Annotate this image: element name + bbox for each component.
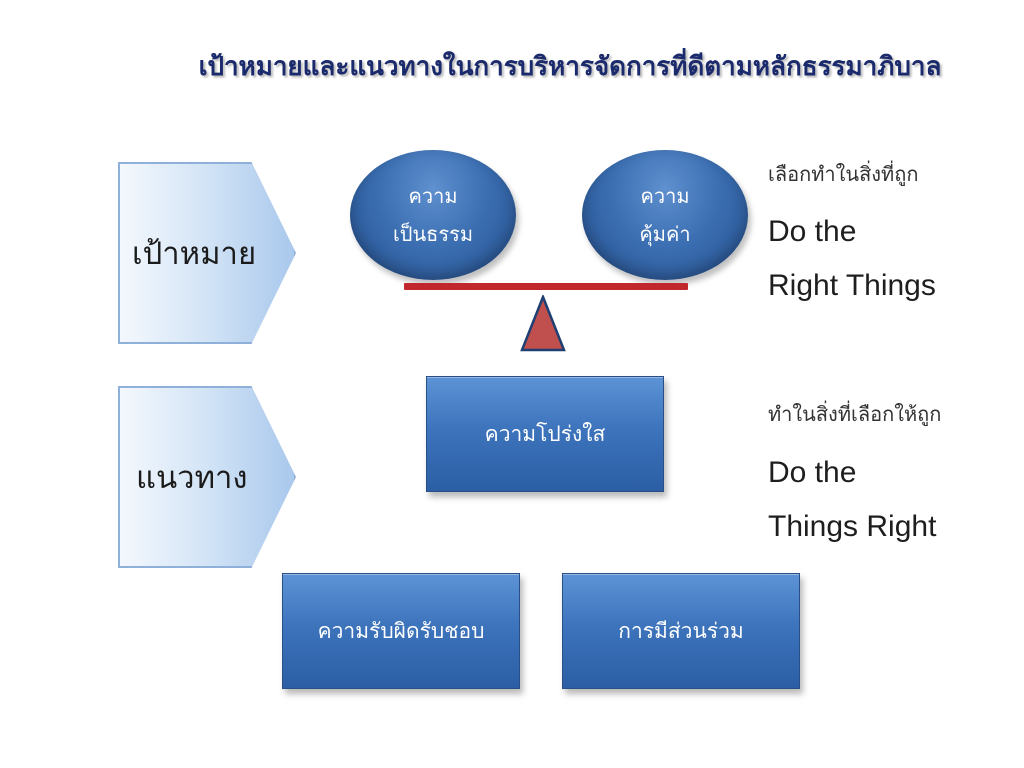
goal-english-line1: Do the — [768, 215, 857, 248]
participation-box: การมีส่วนร่วม — [562, 573, 800, 689]
transparency-label: ความโปร่งใส — [484, 421, 606, 446]
fairness-line1: ความ — [408, 184, 458, 208]
value-circle: ความ คุ้มค่า — [582, 150, 748, 280]
approach-english-line2: Things Right — [768, 510, 937, 543]
approach-thai-text: ทำในสิ่งที่เลือกให้ถูก — [768, 402, 942, 426]
value-line2: คุ้มค่า — [639, 222, 691, 246]
approach-arrow-label: แนวทาง — [136, 460, 248, 496]
page-title: เป้าหมายและแนวทางในการบริหารจัดการที่ดีต… — [198, 52, 942, 82]
transparency-box: ความโปร่งใส — [426, 376, 664, 492]
value-line1: ความ — [640, 184, 690, 208]
fairness-line2: เป็นธรรม — [392, 222, 474, 246]
balance-beam — [404, 283, 688, 290]
fulcrum-triangle — [520, 295, 566, 352]
goal-english-line2: Right Things — [768, 269, 936, 302]
fairness-circle: ความ เป็นธรรม — [350, 150, 516, 280]
goal-arrow-label: เป้าหมาย — [132, 236, 257, 272]
goal-thai-text: เลือกทำในสิ่งที่ถูก — [768, 162, 919, 186]
participation-label: การมีส่วนร่วม — [618, 618, 744, 643]
accountability-box: ความรับผิดรับชอบ — [282, 573, 520, 689]
accountability-label: ความรับผิดรับชอบ — [317, 618, 485, 643]
approach-english-line1: Do the — [768, 456, 857, 489]
